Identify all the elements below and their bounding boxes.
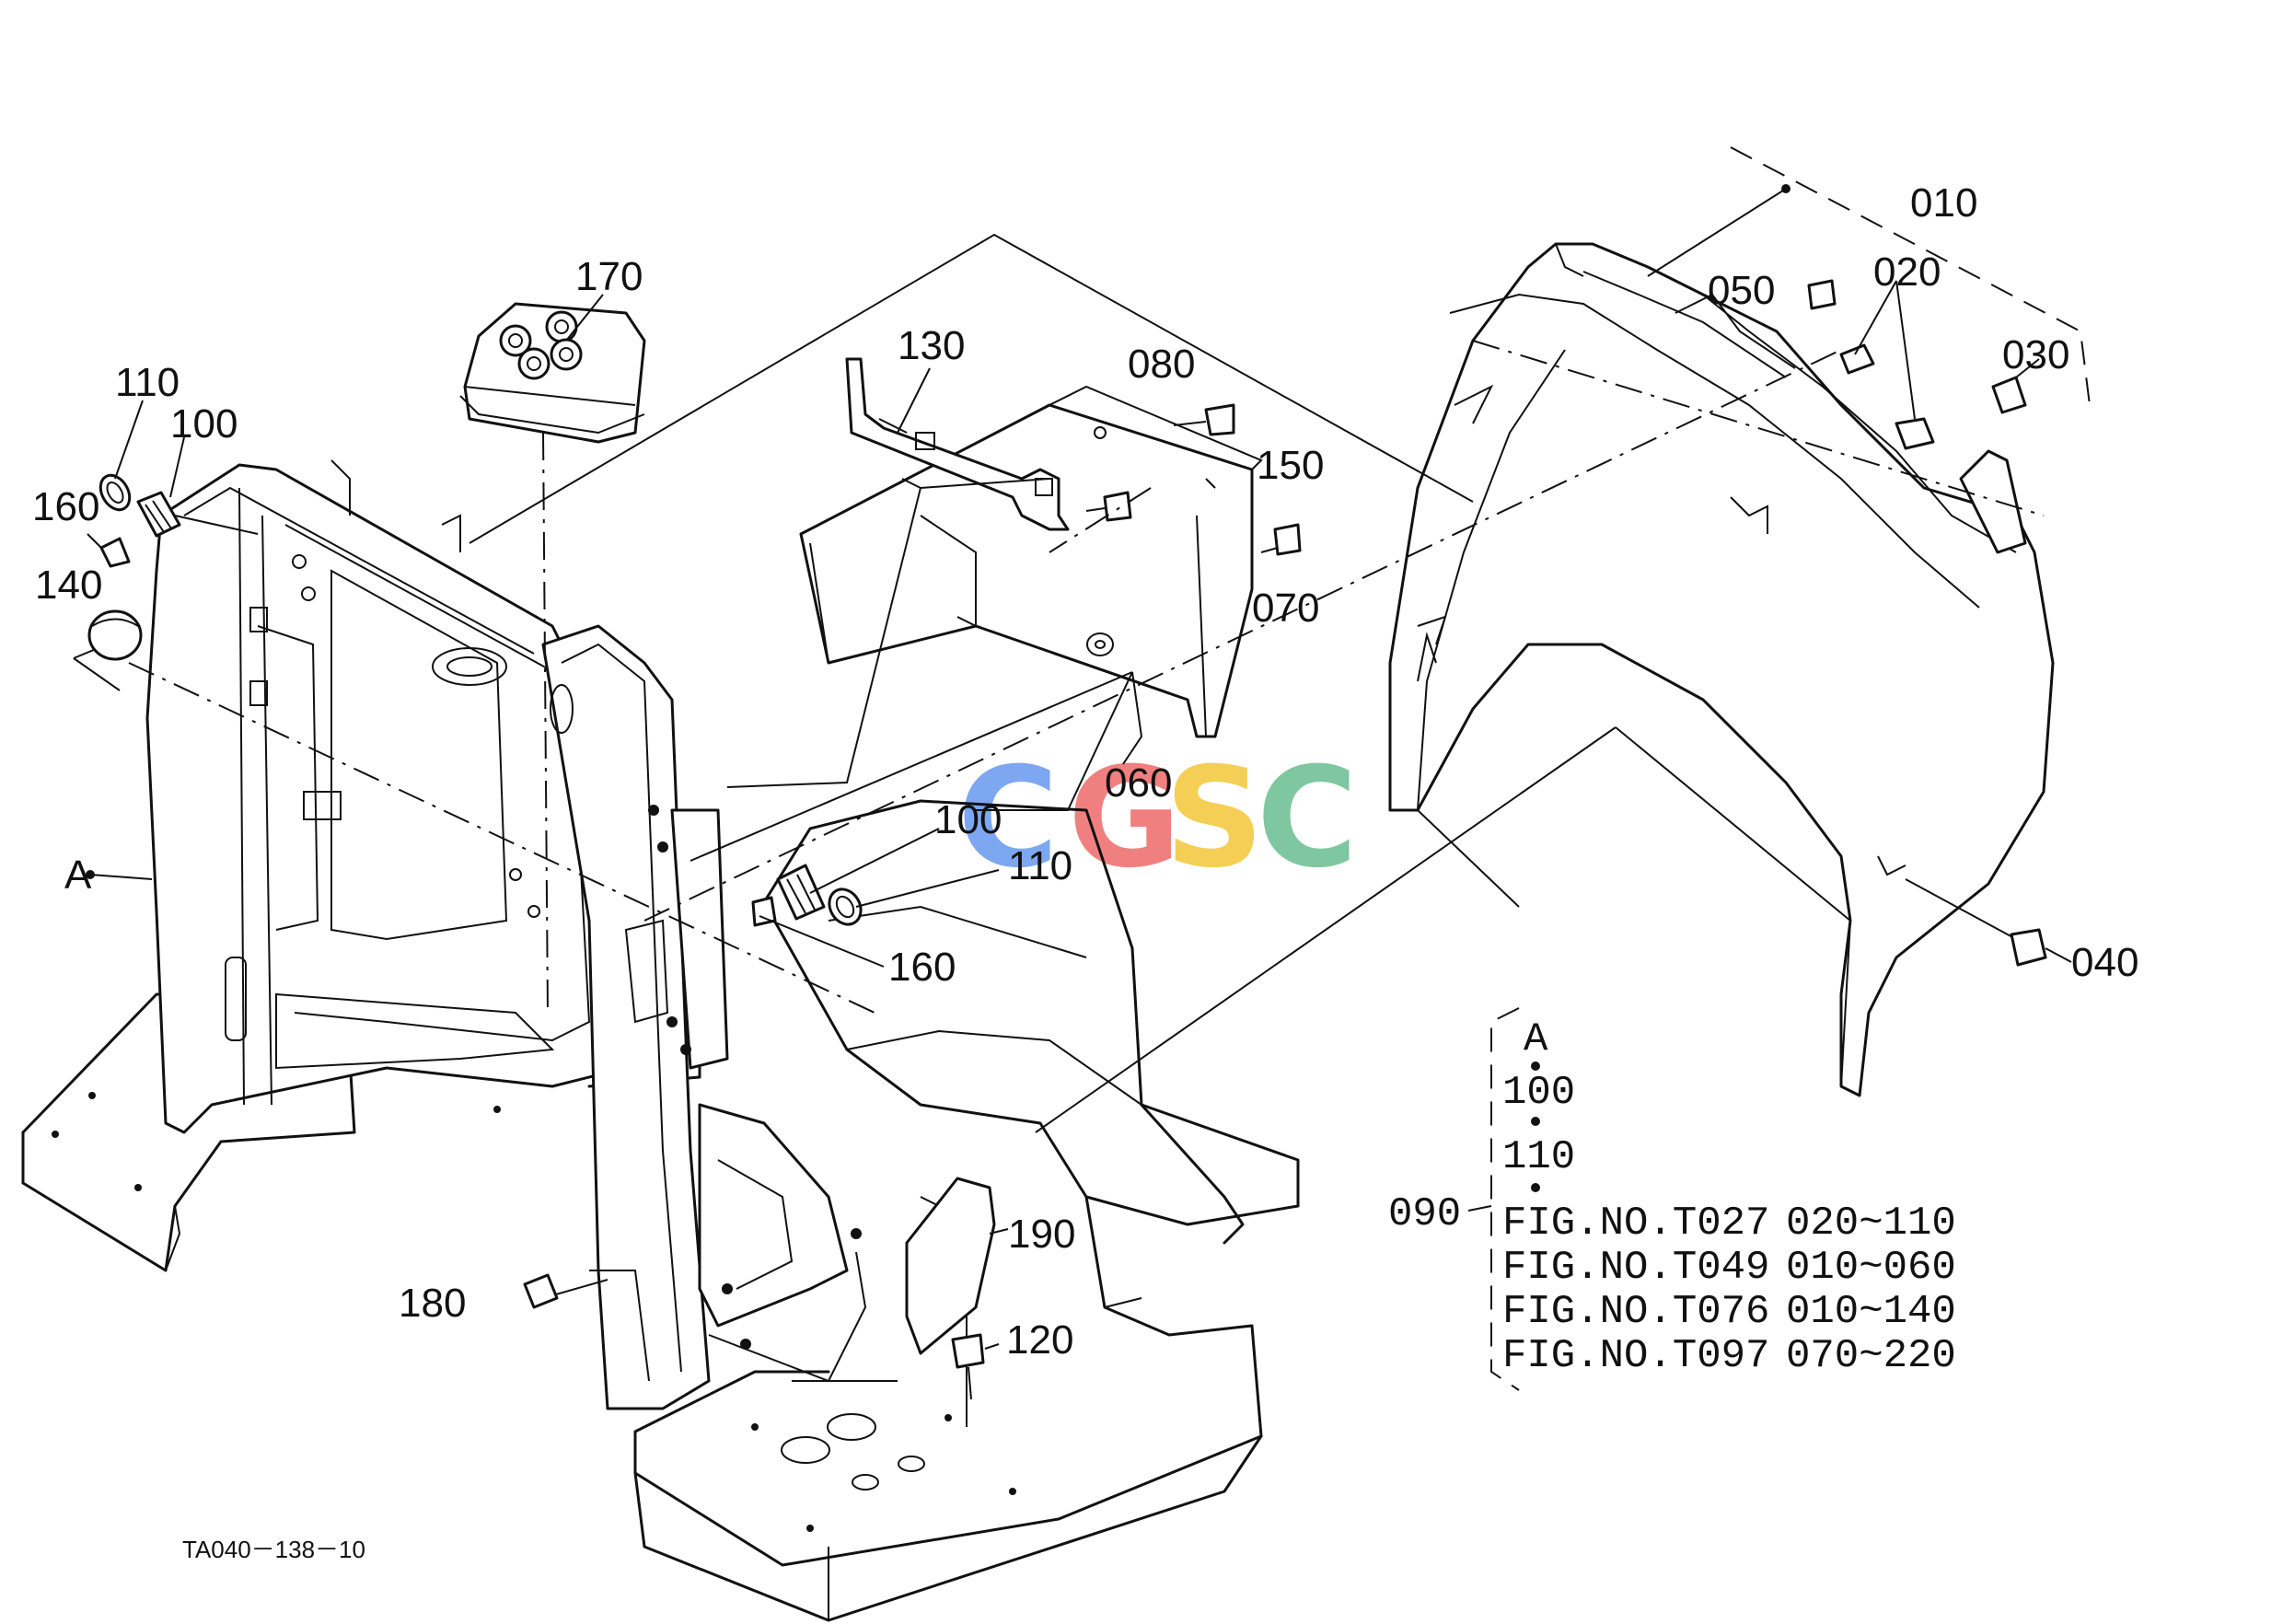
callout-160-center: 160 [888,945,956,990]
callout-070: 070 [1252,586,1319,631]
part-170-grommet [459,294,646,1014]
ring-110-center [828,869,1000,926]
callout-110-center: 110 [1008,843,1072,888]
pin-160-left [87,533,131,568]
callout-100-left: 100 [170,401,238,447]
callout-180: 180 [399,1281,466,1326]
part-180-grommet [523,1273,559,1309]
callout-050: 050 [1708,268,1775,313]
callout-120: 120 [1006,1317,1073,1363]
assembly-member-3: 110 [1502,1134,1575,1180]
callout-010: 010 [1910,180,1977,226]
callout-160-left: 160 [32,484,99,529]
ref-fig-4: FIG.NO.T097 [1502,1333,1769,1379]
ref-fig-1: FIG.NO.T027 [1502,1201,1769,1247]
ref-range-3: 010~140 [1786,1289,1956,1335]
callout-060: 060 [1105,760,1172,806]
pin-160-center [751,896,885,968]
clip-020 [1839,343,1935,450]
part-120-bolt [951,1333,1000,1400]
watermark-letter-2: G [1068,738,1181,899]
callout-labels: 010 020 030 040 050 060 070 080 150 130 … [32,180,2138,1363]
plug-140-left [87,609,143,661]
callout-190: 190 [1008,1212,1075,1257]
center-small-parts [751,828,1000,968]
assembly-reference-block: 090 A 100 110 FIG.NO.T027 020~110 FIG.NO… [1388,1007,1956,1391]
part-040-bolt [2010,928,2072,967]
callout-170: 170 [575,254,643,299]
ring-110-left [99,400,144,512]
watermark-letter-3: S [1165,738,1264,899]
left-small-parts [87,400,259,661]
bolt-050 [1807,279,1837,310]
callout-100-center: 100 [934,797,1002,842]
callout-A: A [64,853,92,898]
clip-030 [1991,376,2027,414]
floor-chassis [21,799,1300,1622]
bushing-100-center [776,828,940,921]
left-side-panel [145,459,646,1189]
callout-110-left: 110 [115,360,180,405]
bushing-100-left [136,436,259,538]
ref-range-1: 020~110 [1786,1201,1956,1247]
callout-150: 150 [1257,443,1324,488]
part-060-cover-bracket [799,357,1302,738]
watermark-letter-1: C [957,738,1059,899]
callout-080: 080 [1128,342,1195,387]
callout-130: 130 [898,323,965,368]
ref-fig-3: FIG.NO.T076 [1502,1289,1769,1335]
front-pillar-panel [541,624,867,1410]
watermark: C G S C [957,738,1358,899]
part-010-front-cowl [1388,146,2091,1097]
callout-040: 040 [2071,940,2138,985]
assembly-number: 090 [1388,1191,1461,1237]
callout-020: 020 [1873,249,1941,295]
assembly-lines [73,233,2017,1427]
ref-range-2: 010~060 [1786,1245,1956,1291]
screw-150 [1085,491,1132,522]
ref-fig-2: FIG.NO.T049 [1502,1245,1769,1291]
assembly-member-1: A [1524,1016,1548,1062]
screw-070 [1260,523,1302,556]
assembly-member-2: 100 [1502,1070,1575,1116]
drawing-code: TA040－138－10 [182,1536,365,1563]
callout-030: 030 [2002,332,2069,377]
watermark-letter-4: C [1257,738,1358,899]
part-190-lens [905,1177,1009,1355]
ref-range-4: 070~220 [1786,1333,1956,1379]
screw-080 [1173,403,1235,436]
callout-140: 140 [35,563,102,608]
